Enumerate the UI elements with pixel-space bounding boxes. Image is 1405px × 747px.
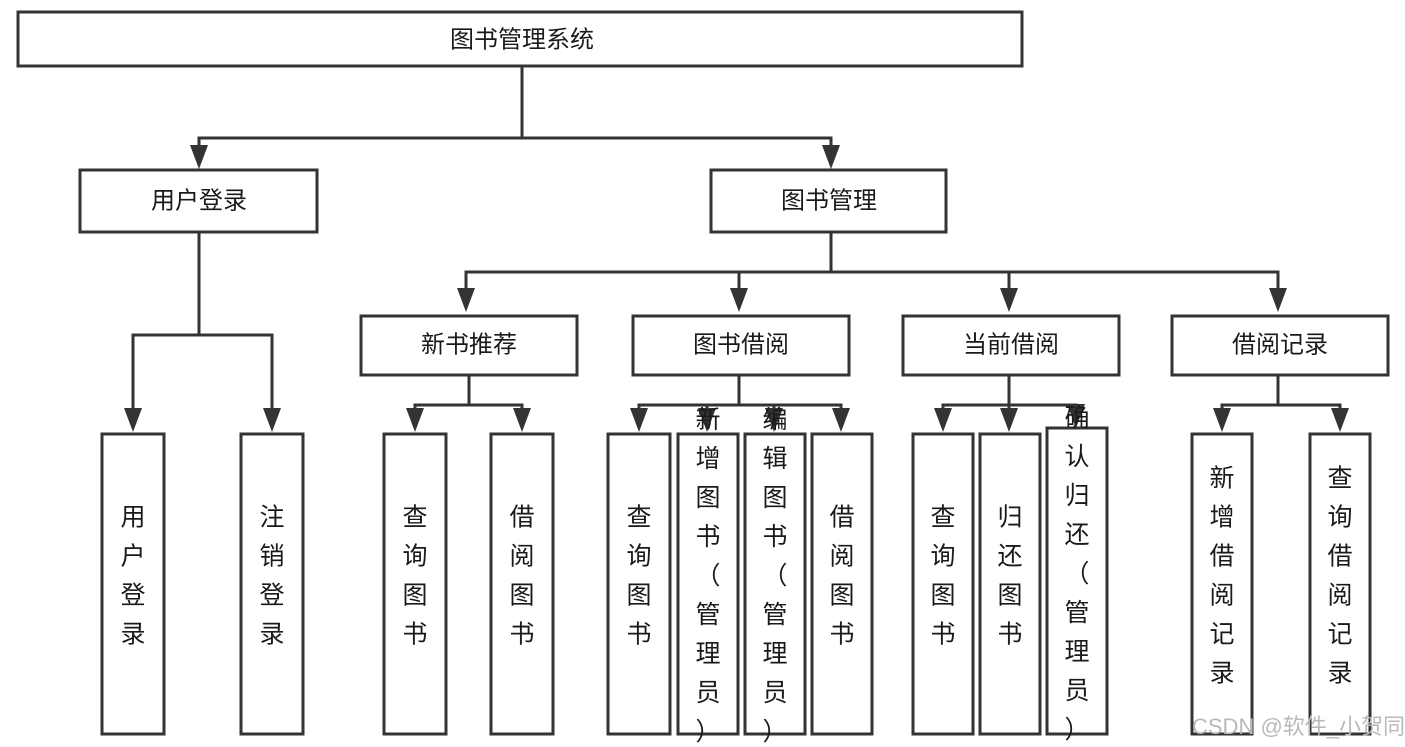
node-leaf-return-book[interactable]: 归还图书	[978, 432, 1042, 736]
node-leaf-user-login[interactable]: 用户登录	[100, 432, 166, 736]
arrow-to-leaf-query-record	[1331, 408, 1349, 432]
node-book-management[interactable]: 图书管理	[709, 168, 948, 234]
node-book-management-label: 图书管理	[781, 187, 877, 214]
node-leaf-query-book-2-box[interactable]	[606, 432, 672, 736]
node-leaf-user-logout[interactable]: 注销登录	[239, 432, 305, 736]
node-leaf-borrow-book-2-label: 借阅图书	[829, 504, 854, 649]
node-leaf-query-book-1-label: 查询图书	[402, 504, 427, 649]
node-leaf-return-book-box[interactable]	[978, 432, 1042, 736]
node-leaf-confirm-return[interactable]: 确认归还（管理员）	[1045, 404, 1109, 744]
node-leaf-user-login-label: 用户登录	[120, 504, 145, 649]
node-leaf-query-book-1[interactable]: 查询图书	[382, 432, 448, 736]
arrow-to-leaf-user-login	[124, 408, 142, 432]
node-current-borrow-box[interactable]	[901, 314, 1121, 377]
node-leaf-query-book-3-box[interactable]	[911, 432, 975, 736]
node-leaf-user-login-box[interactable]	[100, 432, 166, 736]
node-leaf-confirm-return-box[interactable]	[1045, 426, 1109, 736]
node-leaf-query-book-2-label: 查询图书	[626, 504, 651, 649]
node-user-login-label: 用户登录	[151, 187, 247, 214]
arrow-to-user-login	[190, 145, 208, 169]
node-leaf-edit-book-label: 编辑图书（管理员）	[762, 406, 787, 746]
node-book-borrow-label: 图书借阅	[693, 331, 789, 358]
node-new-book-recommend-box[interactable]	[359, 314, 579, 377]
node-leaf-query-record[interactable]: 查询借阅记录	[1308, 432, 1372, 736]
node-leaf-query-book-2[interactable]: 查询图书	[606, 432, 672, 736]
node-borrow-record-label: 借阅记录	[1232, 331, 1328, 358]
node-leaf-query-book-1-box[interactable]	[382, 432, 448, 736]
node-leaf-edit-book[interactable]: 编辑图书（管理员）	[743, 406, 807, 746]
node-leaf-add-book-label: 新增图书（管理员）	[695, 406, 720, 746]
node-borrow-record-box[interactable]	[1170, 314, 1390, 377]
node-current-borrow[interactable]: 当前借阅	[901, 314, 1121, 377]
node-leaf-borrow-book-1-box[interactable]	[489, 432, 555, 736]
arrow-to-leaf-return-book	[1000, 408, 1018, 432]
node-leaf-user-logout-label: 注销登录	[259, 504, 284, 649]
node-leaf-add-record[interactable]: 新增借阅记录	[1190, 432, 1254, 736]
node-leaf-query-record-box[interactable]	[1308, 432, 1372, 736]
node-book-borrow[interactable]: 图书借阅	[631, 314, 851, 377]
node-new-book-recommend-label: 新书推荐	[421, 331, 517, 358]
arrow-to-leaf-borrow-book-2	[832, 408, 850, 432]
node-root-box[interactable]	[16, 10, 1024, 68]
node-leaf-query-book-3[interactable]: 查询图书	[911, 432, 975, 736]
arrow-to-leaf-query-book-2	[630, 408, 648, 432]
node-root-label: 图书管理系统	[450, 26, 594, 53]
arrow-to-leaf-user-logout	[263, 408, 281, 432]
arrow-to-borrow-record	[1269, 288, 1287, 312]
arrow-to-book-management	[822, 145, 840, 169]
arrow-to-leaf-borrow-book-1	[513, 408, 531, 432]
edge-group	[124, 64, 1349, 432]
arrow-to-leaf-query-book-3	[934, 408, 952, 432]
node-leaf-edit-book-box[interactable]	[743, 432, 807, 736]
arrow-to-new-book-recommend	[457, 288, 475, 312]
arrow-to-book-borrow	[730, 288, 748, 312]
node-leaf-add-record-box[interactable]	[1190, 432, 1254, 736]
node-leaf-borrow-book-1[interactable]: 借阅图书	[489, 432, 555, 736]
node-leaf-borrow-book-2[interactable]: 借阅图书	[810, 432, 874, 736]
node-user-login[interactable]: 用户登录	[78, 168, 319, 234]
node-leaf-confirm-return-label: 确认归还（管理员）	[1064, 404, 1089, 744]
arrow-to-current-borrow	[1000, 288, 1018, 312]
node-book-management-box[interactable]	[709, 168, 948, 234]
node-new-book-recommend[interactable]: 新书推荐	[359, 314, 579, 377]
node-leaf-add-record-label: 新增借阅记录	[1209, 465, 1234, 688]
arrow-to-leaf-query-book-1	[406, 408, 424, 432]
node-leaf-borrow-book-2-box[interactable]	[810, 432, 874, 736]
node-current-borrow-label: 当前借阅	[963, 331, 1059, 358]
node-borrow-record[interactable]: 借阅记录	[1170, 314, 1390, 377]
node-root[interactable]: 图书管理系统	[16, 10, 1024, 68]
node-user-login-box[interactable]	[78, 168, 319, 234]
node-leaf-query-book-3-label: 查询图书	[930, 504, 955, 649]
arrow-to-leaf-add-record	[1213, 408, 1231, 432]
node-leaf-return-book-label: 归还图书	[997, 504, 1022, 649]
node-leaf-borrow-book-1-label: 借阅图书	[509, 504, 534, 649]
node-leaf-user-logout-box[interactable]	[239, 432, 305, 736]
node-book-borrow-box[interactable]	[631, 314, 851, 377]
node-leaf-add-book[interactable]: 新增图书（管理员）	[676, 406, 740, 746]
csdn-watermark: CSDN @软件_小贺同学	[1192, 714, 1405, 739]
node-leaf-add-book-box[interactable]	[676, 432, 740, 736]
node-leaf-query-record-label: 查询借阅记录	[1327, 465, 1352, 688]
